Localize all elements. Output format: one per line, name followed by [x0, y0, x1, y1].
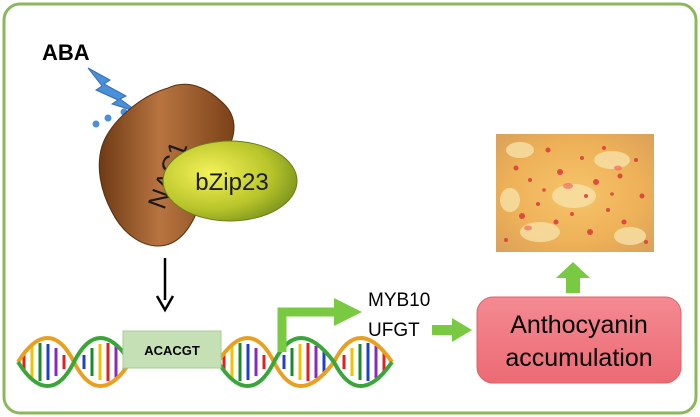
callus-tissue-photo — [496, 134, 654, 252]
result-arrow — [556, 262, 590, 293]
aba-label: ABA — [42, 40, 90, 65]
promoter-motif-label: ACACGT — [144, 343, 200, 358]
outcome-line-2: accumulation — [505, 344, 652, 372]
target-gene-myb10: MYB10 — [368, 290, 430, 311]
transcription-arrow — [277, 298, 362, 352]
target-gene-ufgt: UFGT — [368, 320, 420, 341]
anthocyanin-outcome-box: Anthocyanin accumulation — [476, 296, 682, 384]
outcome-arrow — [432, 318, 472, 342]
promoter-motif-box: ACACGT — [122, 330, 222, 369]
bzip23-protein: bZip23 — [162, 140, 298, 222]
bzip23-label: bZip23 — [195, 169, 268, 196]
outcome-line-1: Anthocyanin — [510, 311, 648, 339]
binding-arrow — [155, 258, 175, 313]
